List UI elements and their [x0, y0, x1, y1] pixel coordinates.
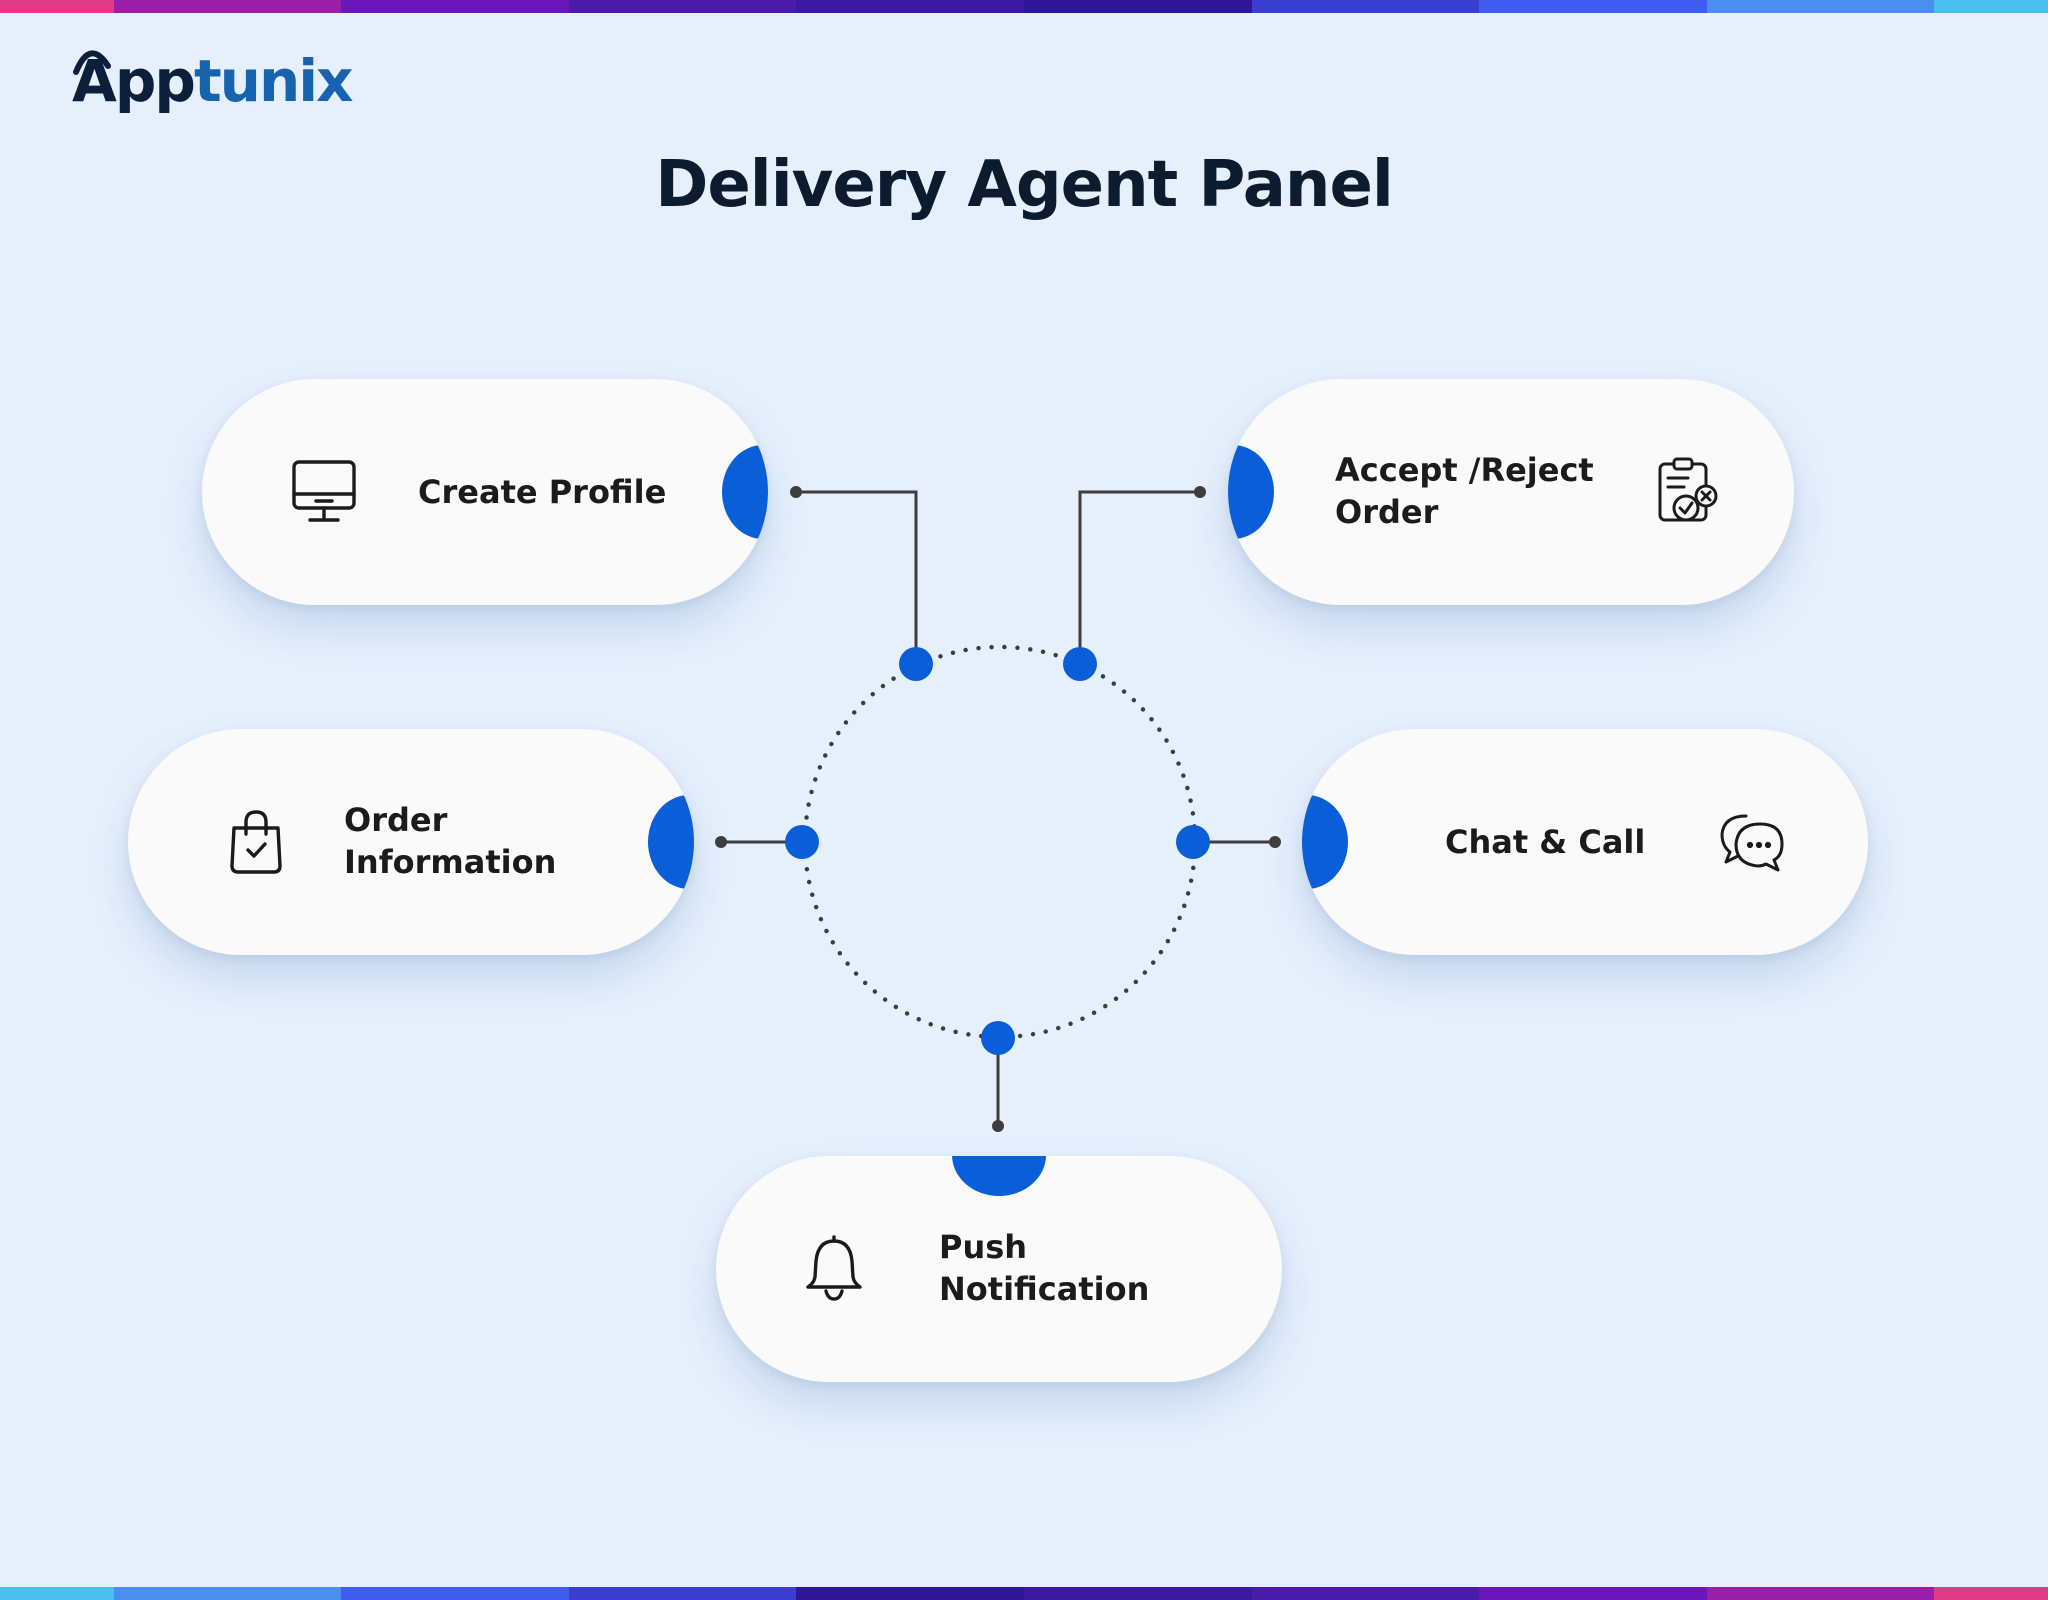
chat-bubbles-icon: [1720, 814, 1784, 872]
card-accent-notch: [1228, 445, 1274, 539]
page-title: Delivery Agent Panel: [655, 148, 1394, 222]
connector-end-dots: [715, 486, 1281, 1132]
logo-part-app: App: [72, 47, 196, 115]
monitor-icon: [292, 460, 356, 522]
bottom-color-strip: [0, 1587, 2048, 1600]
logo-part-tunix: tunix: [193, 47, 354, 115]
ring-nodes: [785, 647, 1210, 1055]
shopping-bag-icon: [230, 810, 282, 874]
card-accent-notch: [722, 445, 768, 539]
feature-card-accept-reject-order: Accept /Reject Order: [1228, 379, 1794, 605]
clipboard-check-icon: [1658, 457, 1718, 522]
feature-label: Order Information: [344, 801, 557, 881]
logo-wordmark: Apptunix: [72, 52, 354, 110]
hub-dotted-ring: [802, 644, 1198, 1040]
feature-label: Create Profile: [418, 473, 667, 511]
bell-icon: [806, 1235, 862, 1301]
logo-swoosh-icon: [73, 50, 111, 75]
feature-card-create-profile: Create Profile: [202, 379, 768, 605]
feature-card-order-information: Order Information: [128, 729, 694, 955]
ring-node-create-profile: [899, 647, 933, 681]
feature-label: Accept /Reject Order: [1335, 451, 1594, 531]
connector-create-profile: [796, 490, 918, 664]
ring-node-push-notification: [981, 1021, 1015, 1055]
ring-node-chat-call: [1176, 825, 1210, 859]
top-color-strip: [0, 0, 2048, 13]
brand-logo: Apptunix: [72, 36, 354, 126]
feature-card-push-notification: Push Notification: [716, 1156, 1282, 1382]
card-accent-notch: [952, 1156, 1046, 1196]
feature-card-chat-call: Chat & Call: [1302, 729, 1868, 955]
ring-node-order-information: [785, 825, 819, 859]
ring-node-accept-reject: [1063, 647, 1097, 681]
feature-label: Chat & Call: [1445, 823, 1646, 861]
card-accent-notch: [1302, 795, 1348, 889]
connector-accept-reject: [1078, 490, 1200, 664]
card-accent-notch: [648, 795, 694, 889]
feature-label: Push Notification: [939, 1228, 1150, 1308]
